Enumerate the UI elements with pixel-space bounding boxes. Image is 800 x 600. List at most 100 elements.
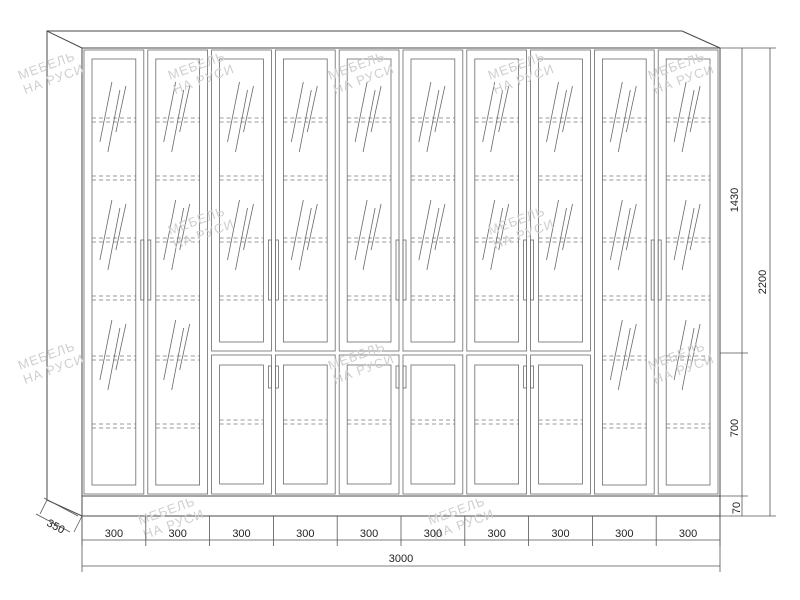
handle-lower-right-1 [274,365,279,389]
glass-reflection-1-1-c [179,203,191,251]
door-column-7 [530,49,591,495]
glass-reflection-3-1-c [306,203,318,251]
glass-reflection-2-0-c [243,85,254,133]
door-column-3 [274,49,336,495]
glass-reflection-3-0-a [290,81,304,143]
glass-reflection-2-1-b [235,207,248,271]
door-column-6 [466,49,527,495]
handle-upper-left-3 [523,239,527,301]
glass-reflection-7-0-c [562,85,573,133]
glass-reflection-8-2-a [609,319,623,381]
glass-reflection-4-1-a [354,199,368,261]
handle-pair-3 [523,239,534,389]
glass-reflection-5-0-c [434,85,446,133]
glass-reflection-2-0-b [235,89,248,153]
glass-reflection-8-1-a [609,199,623,261]
glass-reflection-3-1-a [290,199,304,261]
door-upper-glass-9 [665,58,711,486]
door-column-2 [211,49,272,495]
column-width-label-6: 300 [488,528,506,540]
glass-reflection-8-1-c [625,203,637,251]
glass-reflection-4-0-a [354,81,368,143]
door-lower-panel-7 [538,364,583,485]
glass-reflection-0-2-a [99,319,113,381]
glass-reflection-6-0-c [498,85,510,133]
glass-reflection-9-0-c [689,85,701,133]
doors-group [83,49,719,495]
column-width-label-5: 300 [424,528,442,540]
column-width-label-9: 300 [679,528,697,540]
glass-reflection-3-1-b [298,207,312,271]
door-lower-frame-7 [530,354,591,495]
door-lower-frame-2 [211,354,272,495]
glass-reflection-4-1-b [362,207,376,271]
lower-height-label: 700 [729,419,741,437]
glass-reflection-0-0-b [107,89,121,153]
door-upper-frame-6 [466,49,527,352]
glass-reflection-1-0-b [171,89,185,153]
column-width-label-4: 300 [360,528,378,540]
handle-upper-right-3 [530,239,534,301]
glass-reflection-8-2-c [625,323,637,371]
glass-reflection-3-0-c [306,85,318,133]
door-upper-frame-4 [338,49,400,352]
glass-reflection-7-0-b [554,89,567,153]
total-height-label: 2200 [757,270,769,294]
glass-reflection-9-0-a [673,81,687,143]
glass-reflection-2-1-a [227,199,240,261]
handle-pair-1 [267,239,279,389]
door-lower-panel-4 [346,364,392,485]
glass-reflection-6-1-b [490,207,504,271]
handle-upper-left-4 [650,239,655,301]
glass-reflection-1-1-b [171,207,185,271]
glass-reflection-5-0-b [426,89,440,153]
door-column-5 [402,49,464,495]
door-upper-frame-8 [594,49,655,495]
door-column-0 [83,49,145,495]
glass-reflection-8-2-b [617,327,631,391]
glass-reflection-3-0-b [298,89,312,153]
handle-pair-4 [650,239,662,301]
door-column-1 [147,49,209,495]
handle-lower-right-3 [530,365,534,389]
depth-dimension-line-lower [35,513,71,533]
glass-reflection-6-1-c [498,203,510,251]
column-width-label-7: 300 [551,528,569,540]
depth-label: 350 [45,517,67,536]
glass-reflection-9-2-c [689,323,701,371]
door-upper-frame-9 [657,49,719,495]
glass-reflection-1-0-c [179,85,191,133]
glass-reflection-8-0-a [609,81,623,143]
handle-lower-left-1 [267,365,272,389]
glass-reflection-0-0-a [99,81,113,143]
depth-dimension-line [43,497,79,517]
glass-reflection-4-0-c [370,85,382,133]
glass-reflection-8-0-b [617,89,631,153]
glass-reflection-9-0-b [681,89,695,153]
handle-upper-right-0 [147,239,152,301]
handle-upper-right-1 [274,239,279,301]
glass-reflection-1-0-a [163,81,177,143]
glass-reflection-9-2-b [681,327,695,391]
door-upper-frame-3 [274,49,336,352]
door-upper-frame-7 [530,49,591,352]
handle-upper-left-0 [140,239,145,301]
door-upper-glass-8 [602,58,647,486]
glass-reflection-7-0-a [546,81,559,143]
handle-lower-left-3 [523,365,527,389]
door-upper-glass-2 [219,58,264,343]
glass-reflection-5-1-c [434,203,446,251]
plinth-height-label: 70 [731,502,743,514]
handle-pair-2 [395,239,407,389]
glass-reflection-8-0-c [625,85,637,133]
glass-reflection-9-1-a [673,199,687,261]
door-upper-glass-1 [155,58,201,486]
door-lower-frame-4 [338,354,400,495]
carcass-front [81,47,721,497]
